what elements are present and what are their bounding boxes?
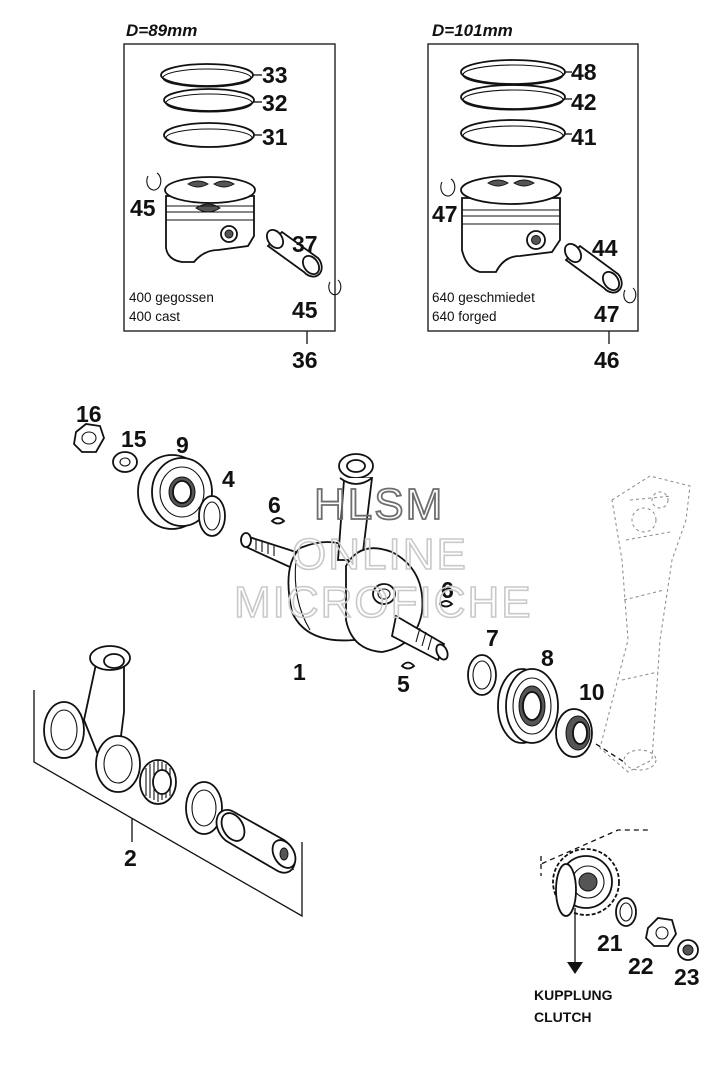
ring-label-41: 41	[571, 124, 597, 150]
piston-kit-right-frame	[427, 43, 639, 332]
watermark-line2: ONLINE	[292, 530, 468, 579]
piston-left-note-2: 400 cast	[129, 309, 180, 324]
shim-4[interactable]	[198, 495, 226, 537]
piston-right[interactable]	[460, 175, 562, 273]
part-label-23: 23	[674, 964, 700, 990]
circlip-left-2[interactable]	[328, 279, 342, 296]
piston-right-note-1: 640 geschmiedet	[432, 290, 535, 305]
piston-left[interactable]	[164, 176, 256, 263]
bearing-9[interactable]	[137, 454, 213, 530]
circlip-right-2[interactable]	[623, 287, 637, 304]
circlip-right[interactable]	[440, 178, 456, 197]
kit-label-36: 36	[292, 347, 318, 373]
circlip-left[interactable]	[146, 172, 162, 191]
part-label-2: 2	[124, 845, 137, 871]
nut-16[interactable]	[73, 423, 105, 453]
key-5[interactable]	[400, 661, 416, 670]
clip-label-47: 47	[432, 201, 458, 227]
ring-label-48: 48	[571, 59, 597, 85]
conrod-kit-2[interactable]	[33, 645, 303, 918]
part-label-8: 8	[541, 645, 554, 671]
part-label-5: 5	[397, 671, 410, 697]
clip2-label-47: 47	[594, 301, 620, 327]
bearing-8[interactable]	[497, 668, 559, 744]
part-label-9: 9	[176, 432, 189, 458]
watermark-line3: MICROFICHE	[234, 578, 533, 627]
clip-label-45: 45	[130, 195, 156, 221]
crankshaft-1[interactable]	[240, 453, 450, 662]
part-label-1: 1	[293, 659, 306, 685]
clutch-arrow-head	[567, 962, 583, 974]
piston-rings-right[interactable]	[460, 59, 572, 147]
piston-kit-left-frame	[123, 43, 336, 332]
piston-pin-right[interactable]	[562, 241, 623, 294]
watermark: HLSM ONLINE MICROFICHE	[233, 479, 533, 628]
pin-label-44: 44	[592, 235, 618, 261]
part-label-21: 21	[597, 930, 623, 956]
shaft-dash	[595, 743, 625, 763]
seal-10[interactable]	[555, 708, 593, 758]
washer-15[interactable]	[112, 451, 138, 473]
piston-pin-left[interactable]	[264, 227, 323, 278]
part-label-6-right: 6	[441, 577, 454, 603]
part-label-4: 4	[222, 466, 235, 492]
piston-left-note-1: 400 gegossen	[129, 290, 214, 305]
piston-kit-right-header: D=101mm	[432, 21, 513, 40]
piston-kit-right[interactable]: D=101mm 48 42 41 47	[427, 21, 639, 373]
part-label-16: 16	[76, 401, 102, 427]
key-6-left[interactable]	[270, 517, 286, 525]
part-label-15: 15	[121, 426, 147, 452]
destination-line2: CLUTCH	[534, 1009, 592, 1025]
piston-kit-left[interactable]: D=89mm 33 32 31 45	[123, 21, 342, 373]
washer-23[interactable]	[677, 939, 699, 961]
piston-rings-left[interactable]	[160, 63, 262, 148]
ring-label-33: 33	[262, 62, 288, 88]
part-label-10: 10	[579, 679, 605, 705]
clip2-label-45: 45	[292, 297, 318, 323]
washer-21[interactable]	[615, 897, 637, 927]
ring-label-32: 32	[262, 90, 288, 116]
part-label-6-left: 6	[268, 492, 281, 518]
ring-label-31: 31	[262, 124, 288, 150]
piston-right-note-2: 640 forged	[432, 309, 497, 324]
kit-label-46: 46	[594, 347, 620, 373]
nut-22[interactable]	[645, 917, 677, 947]
watermark-line1: HLSM	[314, 480, 444, 529]
engine-case-sketch	[599, 475, 691, 773]
part-label-22: 22	[628, 953, 654, 979]
piston-kit-left-header: D=89mm	[126, 21, 197, 40]
primary-gear[interactable]	[540, 829, 650, 917]
pin-label-37: 37	[292, 231, 318, 257]
shim-7[interactable]	[467, 654, 497, 696]
ring-label-42: 42	[571, 89, 597, 115]
destination-line1: KUPPLUNG	[534, 987, 613, 1003]
key-6-right[interactable]	[438, 600, 454, 608]
part-label-7: 7	[486, 625, 499, 651]
